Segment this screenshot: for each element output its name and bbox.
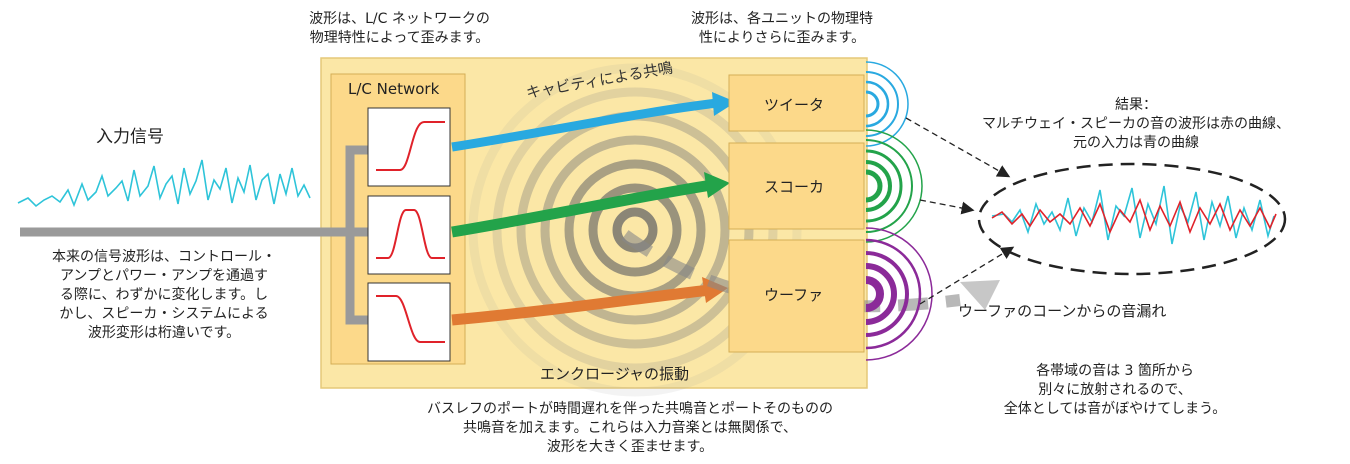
result-note: 結果： マルチウェイ・スピーカの音の波形は赤の曲線、 元の入力は青の曲線: [926, 96, 1346, 153]
port-note-line-3: 波形を大きく歪ませます。: [546, 439, 714, 455]
network-note: 波形は、L/C ネットワークの 物理特性によって歪みます。: [272, 10, 527, 48]
radiation-note: 各帯域の音は 3 箇所から 別々に放射されるので、 全体としては音がぼやけてしま…: [950, 362, 1280, 419]
result-output-waveform: [991, 197, 1277, 235]
tweeter-sound-waves: [865, 61, 909, 147]
input-label: 入力信号: [96, 127, 164, 147]
input-waveform: [17, 159, 311, 208]
left-note-line-4: かし、スピーカ・システムによる: [59, 306, 269, 322]
result-input-waveform: [991, 185, 1275, 245]
woofer-sound-waves: [865, 227, 933, 361]
result-note-line-3: 元の入力は青の曲線: [1073, 135, 1199, 151]
woofer-arrow: [451, 284, 711, 326]
network-note-line-2: 物理特性によって歪みます。: [309, 30, 490, 46]
result-note-line-1: 結果：: [1115, 97, 1157, 113]
left-note-line-5: 波形変形は桁違いです。: [87, 325, 241, 341]
unit-note-line-2: 性によりさらに歪みます。: [698, 30, 866, 46]
network-note-line-1: 波形は、L/C ネットワークの: [309, 11, 490, 27]
tweeter-arrow: [451, 98, 719, 152]
signal-bus: [20, 145, 372, 325]
port-note-line-2: 共鳴音を加えます。これらは入力音楽とは無関係で、: [462, 420, 798, 436]
port-note: バスレフのポートが時間遅れを伴った共鳴音とポートそのものの 共鳴音を加えます。こ…: [350, 400, 910, 457]
unit-note: 波形は、各ユニットの物理特 性によりさらに歪みます。: [662, 10, 902, 48]
woofer-label: ウーファ: [764, 286, 824, 304]
result-pointer-arrows: [905, 117, 1015, 305]
filter-low-pass: [367, 282, 451, 362]
squawker-sound-waves: [865, 129, 923, 243]
left-note-line-2: アンプとパワー・アンプを通過す: [59, 268, 269, 284]
squawker-label: スコーカ: [764, 178, 825, 196]
left-note: 本来の信号波形は、コントロール・ アンプとパワー・アンプを通過す る際に、わずか…: [14, 248, 314, 343]
squawker-box: [728, 142, 865, 230]
radiation-note-line-3: 全体としては音がぼやけてしまう。: [1003, 401, 1227, 417]
radiation-note-line-1: 各帯域の音は 3 箇所から: [1036, 363, 1194, 379]
tweeter-label: ツイータ: [764, 96, 825, 114]
radiation-note-line-2: 別々に放射されるので、: [1038, 382, 1192, 398]
left-note-line-1: 本来の信号波形は、コントロール・: [52, 249, 276, 265]
tweeter-box: [728, 74, 865, 132]
enclosure-label: エンクロージャの振動: [540, 365, 689, 383]
network-label: L/C Network: [348, 80, 440, 98]
unit-note-line-1: 波形は、各ユニットの物理特: [691, 11, 873, 27]
filter-high-pass: [367, 107, 451, 187]
squawker-arrow: [451, 179, 713, 238]
result-note-line-2: マルチウェイ・スピーカの音の波形は赤の曲線、: [982, 116, 1290, 132]
left-note-line-3: る際に、わずかに変化します。し: [59, 287, 269, 303]
result-ellipse: [977, 162, 1287, 276]
port-note-line-1: バスレフのポートが時間遅れを伴った共鳴音とポートそのものの: [427, 401, 833, 417]
filter-band-pass: [367, 195, 451, 275]
woofer-box: [728, 239, 865, 353]
cone-leak-label: ウーファのコーンからの音漏れ: [958, 302, 1167, 320]
